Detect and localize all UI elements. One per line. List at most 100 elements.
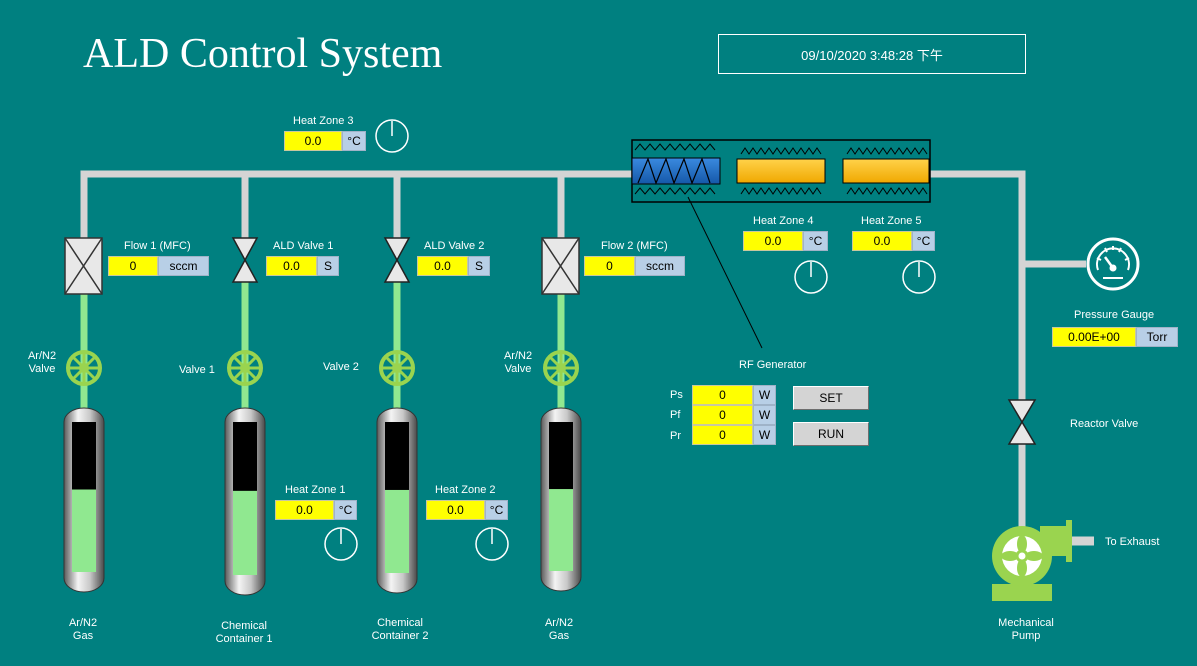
vessel-level-fill bbox=[549, 489, 573, 571]
heat-zone-5-value[interactable]: 0.0 bbox=[852, 231, 912, 251]
ald-valve-1-field[interactable]: 0.0 S bbox=[266, 256, 339, 276]
handwheel-valve-icon[interactable] bbox=[66, 350, 102, 386]
ar-n2-valve-1-label: Ar/N2 Valve bbox=[27, 350, 57, 375]
mfc-2-valve[interactable] bbox=[541, 237, 580, 295]
flow-1-unit: sccm bbox=[158, 256, 209, 276]
vessel-level-fill bbox=[72, 489, 96, 572]
vessel-cylinder bbox=[224, 407, 266, 596]
vessel-cylinder bbox=[376, 407, 418, 594]
heat-zone-2-field[interactable]: 0.0 °C bbox=[426, 500, 508, 520]
heat-zone-2-dial-icon[interactable] bbox=[475, 527, 509, 561]
mfc-1-valve[interactable] bbox=[64, 237, 103, 295]
chemical-container-1-label: Chemical Container 1 bbox=[215, 620, 273, 645]
pressure-gauge-label: Pressure Gauge bbox=[1074, 309, 1155, 321]
handwheel-valve-icon[interactable] bbox=[379, 350, 415, 386]
heat-zone-2-value[interactable]: 0.0 bbox=[426, 500, 485, 520]
heat-zone-1-field[interactable]: 0.0 °C bbox=[275, 500, 357, 520]
ald-valve-1-value[interactable]: 0.0 bbox=[266, 256, 317, 276]
heat-zone-1-unit: °C bbox=[334, 500, 357, 520]
heat-zone-3-label: Heat Zone 3 bbox=[293, 115, 354, 127]
rf-pr-value[interactable]: 0 bbox=[692, 425, 753, 445]
flow-1-value[interactable]: 0 bbox=[108, 256, 158, 276]
heat-zone-4-unit: °C bbox=[803, 231, 828, 251]
rf-run-button[interactable]: RUN bbox=[793, 422, 869, 446]
heat-zone-5-field[interactable]: 0.0 °C bbox=[852, 231, 935, 251]
rf-ps-unit: W bbox=[753, 385, 776, 405]
flow-2-unit: sccm bbox=[635, 256, 685, 276]
heat-zone-1-label: Heat Zone 1 bbox=[285, 484, 346, 496]
mechanical-pump-icon[interactable] bbox=[992, 520, 1072, 601]
ald-valve-2-label: ALD Valve 2 bbox=[424, 240, 485, 252]
ar-n2-gas-2-label: Ar/N2 Gas bbox=[544, 617, 574, 642]
rf-generator-label: RF Generator bbox=[739, 359, 807, 371]
manifold-pipes bbox=[80, 170, 1094, 546]
heat-zone-4-dial-icon[interactable] bbox=[794, 260, 828, 294]
rf-ps-label: Ps bbox=[670, 389, 683, 401]
valve-2-label: Valve 2 bbox=[323, 361, 359, 373]
gas-lines bbox=[80, 282, 565, 408]
flow-2-field[interactable]: 0 sccm bbox=[584, 256, 685, 276]
ar-n2-valve-2-label: Ar/N2 Valve bbox=[503, 350, 533, 375]
ald-valve-2-unit: S bbox=[468, 256, 490, 276]
heat-zone-3-unit: °C bbox=[342, 131, 366, 151]
reactor-valve-label: Reactor Valve bbox=[1070, 418, 1139, 430]
vessels bbox=[63, 407, 582, 596]
rf-pf-value[interactable]: 0 bbox=[692, 405, 753, 425]
pressure-gauge-icon bbox=[1086, 237, 1140, 291]
handwheel-valve-icon[interactable] bbox=[227, 350, 263, 386]
pressure-gauge-value: 0.00E+00 bbox=[1052, 327, 1136, 347]
mechanical-pump-label: Mechanical Pump bbox=[998, 617, 1054, 642]
rf-ps-value[interactable]: 0 bbox=[692, 385, 753, 405]
heat-zone-5-label: Heat Zone 5 bbox=[861, 215, 922, 227]
heat-zone-1-dial-icon[interactable] bbox=[324, 527, 358, 561]
pressure-gauge-unit: Torr bbox=[1136, 327, 1178, 347]
ald-valve-2-value[interactable]: 0.0 bbox=[417, 256, 468, 276]
heat-zone-5-dial-icon[interactable] bbox=[902, 260, 936, 294]
flow-1-field[interactable]: 0 sccm bbox=[108, 256, 209, 276]
handwheel-valve-icon[interactable] bbox=[543, 350, 579, 386]
heat-zone-3-dial-icon[interactable] bbox=[375, 119, 409, 153]
heat-zone-4-value[interactable]: 0.0 bbox=[743, 231, 803, 251]
rf-pf-field[interactable]: 0 W bbox=[692, 405, 776, 425]
heater-zone-5-block bbox=[842, 158, 930, 184]
vessel-level-fill bbox=[385, 489, 409, 573]
ald-valve-2-field[interactable]: 0.0 S bbox=[417, 256, 490, 276]
heater-zone-4-block bbox=[736, 158, 826, 184]
ald-valve-1-symbol[interactable] bbox=[231, 237, 259, 283]
valve-1-label: Valve 1 bbox=[179, 364, 215, 376]
heat-zone-2-label: Heat Zone 2 bbox=[435, 484, 496, 496]
ar-n2-gas-1-label: Ar/N2 Gas bbox=[68, 617, 98, 642]
heat-zone-3-field[interactable]: 0.0 °C bbox=[284, 131, 366, 151]
heat-zone-4-label: Heat Zone 4 bbox=[753, 215, 814, 227]
rf-pf-unit: W bbox=[753, 405, 776, 425]
rf-leader-line bbox=[687, 196, 763, 349]
reactor-tube bbox=[631, 139, 931, 203]
rf-coil-icon bbox=[637, 157, 711, 185]
heat-zone-1-value[interactable]: 0.0 bbox=[275, 500, 334, 520]
ald-valve-2-symbol[interactable] bbox=[383, 237, 411, 283]
flow-1-label: Flow 1 (MFC) bbox=[124, 240, 191, 252]
vessel-cylinder bbox=[540, 407, 582, 592]
rf-set-button[interactable]: SET bbox=[793, 386, 869, 410]
ald-valve-1-label: ALD Valve 1 bbox=[273, 240, 334, 252]
rf-pr-field[interactable]: 0 W bbox=[692, 425, 776, 445]
heat-zone-3-value[interactable]: 0.0 bbox=[284, 131, 342, 151]
heat-zone-2-unit: °C bbox=[485, 500, 508, 520]
flow-2-value[interactable]: 0 bbox=[584, 256, 635, 276]
rf-pr-unit: W bbox=[753, 425, 776, 445]
to-exhaust-label: To Exhaust bbox=[1105, 536, 1160, 548]
chemical-container-2-label: Chemical Container 2 bbox=[371, 617, 429, 642]
datetime-display: 09/10/2020 3:48:28 下午 bbox=[718, 34, 1026, 74]
heat-zone-5-unit: °C bbox=[912, 231, 935, 251]
vessel-level-fill bbox=[233, 490, 257, 575]
ald-valve-1-unit: S bbox=[317, 256, 339, 276]
rf-pr-label: Pr bbox=[670, 430, 681, 442]
flow-2-label: Flow 2 (MFC) bbox=[601, 240, 668, 252]
pressure-gauge-field[interactable]: 0.00E+00 Torr bbox=[1052, 327, 1178, 347]
rf-pf-label: Pf bbox=[670, 409, 681, 421]
reactor-valve-symbol[interactable] bbox=[1007, 399, 1037, 445]
rf-ps-field[interactable]: 0 W bbox=[692, 385, 776, 405]
heat-zone-4-field[interactable]: 0.0 °C bbox=[743, 231, 828, 251]
app-title: ALD Control System bbox=[83, 31, 443, 77]
